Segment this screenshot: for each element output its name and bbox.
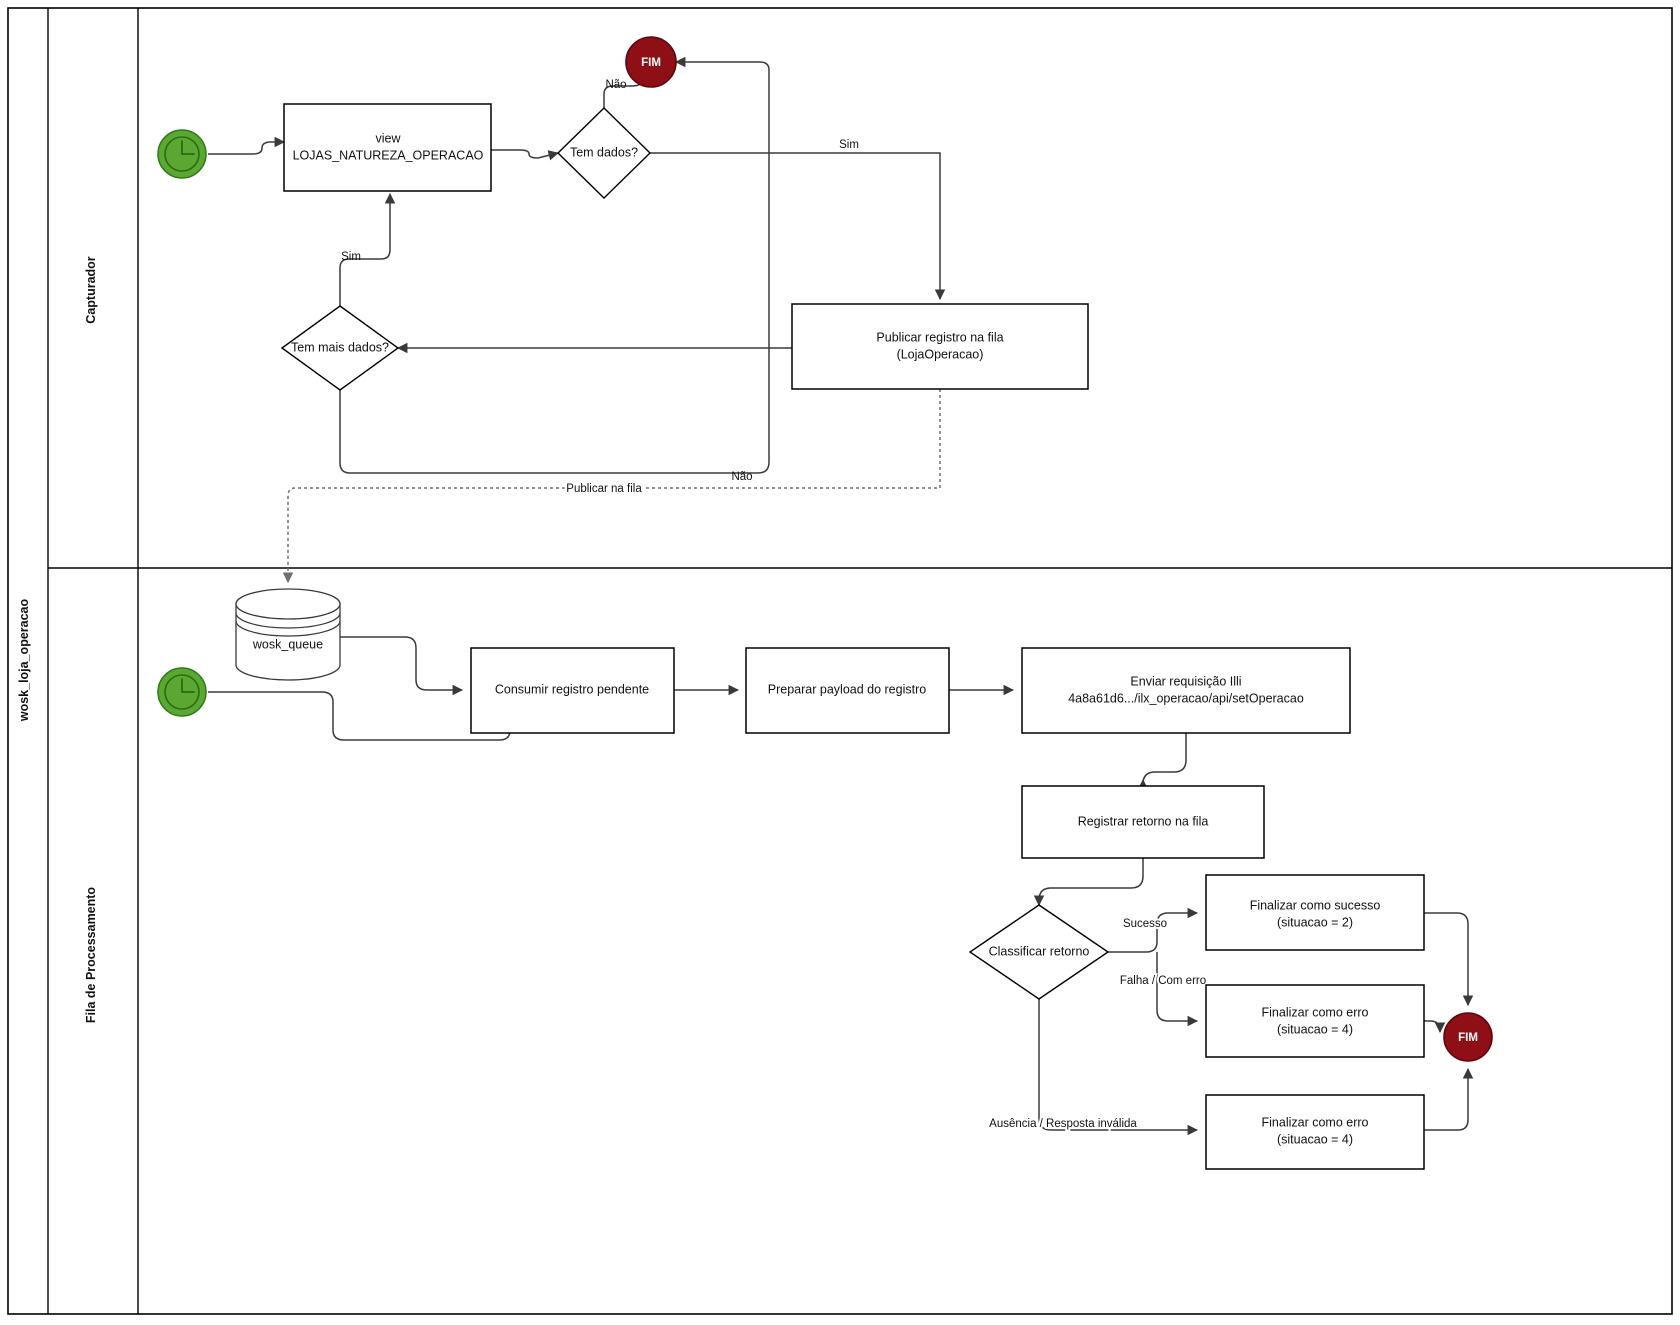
pool-container — [7, 7, 1673, 1315]
task-enviar-requisicao-line1: Enviar requisição Illi — [1130, 674, 1241, 688]
edge-label-publicar-na-fila: Publicar na fila — [566, 483, 642, 495]
edge-queue-to-consumir — [340, 636, 464, 696]
edge-erro-ausencia-to-fim — [1424, 1067, 1474, 1131]
end-event-capturador[interactable]: FIM — [625, 36, 677, 88]
lane-label-capturador: Capturador — [84, 256, 98, 324]
datastore-top — [235, 588, 341, 620]
task-enviar-requisicao[interactable]: Enviar requisição Illi 4a8a61d6.../ilx_o… — [1021, 647, 1351, 734]
datastore-ring-1 — [235, 612, 341, 629]
edge-label-nao-tem-mais: Não — [731, 471, 752, 483]
task-finalizar-erro-ausencia-box[interactable] — [1205, 1094, 1425, 1170]
edge-registrar-to-classificar — [1033, 858, 1144, 907]
end-event-capturador-circle[interactable] — [625, 36, 677, 88]
edge-enviar-to-registrar — [1137, 733, 1187, 790]
gateway-tem-mais-dados-shape[interactable] — [280, 305, 400, 391]
task-publicar-registro[interactable]: Publicar registro na fila (LojaOperacao) — [791, 303, 1089, 390]
edge-tem-dados-sim-to-publicar — [650, 152, 946, 301]
edge-start-fila-to-consumir — [208, 691, 516, 741]
edge-start-to-view — [208, 136, 286, 155]
task-registrar-retorno-label: Registrar retorno na fila — [1078, 814, 1209, 828]
start-event-fila[interactable] — [157, 667, 207, 717]
lane-label-fila: Fila de Processamento — [84, 887, 98, 1024]
task-finalizar-erro-ausencia-line1: Finalizar como erro — [1262, 1115, 1369, 1129]
task-publicar-registro-box[interactable] — [791, 303, 1089, 390]
task-finalizar-erro-falha-line1: Finalizar como erro — [1262, 1005, 1369, 1019]
task-finalizar-sucesso-box[interactable] — [1205, 874, 1425, 951]
fila-edges — [208, 636, 1474, 1136]
edge-label-nao-tem-dados: Não — [605, 79, 626, 91]
gateway-tem-dados-shape[interactable] — [556, 107, 652, 199]
task-finalizar-erro-ausencia[interactable]: Finalizar como erro (situacao = 4) — [1205, 1094, 1425, 1170]
edge-classificar-falha — [1156, 952, 1199, 1027]
edge-publicar-to-queue-dashed — [282, 389, 941, 584]
clock-icon — [164, 136, 200, 172]
task-finalizar-sucesso-line2: (situacao = 2) — [1277, 915, 1353, 929]
edge-label-sim-tem-mais: Sim — [341, 251, 361, 263]
task-finalizar-sucesso[interactable]: Finalizar como sucesso (situacao = 2) — [1205, 874, 1425, 951]
datastore-label: wosk_queue — [252, 637, 323, 651]
task-finalizar-erro-ausencia-line2: (situacao = 4) — [1277, 1132, 1353, 1146]
task-finalizar-erro-falha-line2: (situacao = 4) — [1277, 1022, 1353, 1036]
task-publicar-registro-line1: Publicar registro na fila — [876, 330, 1003, 344]
start-event-capturador[interactable] — [157, 129, 207, 179]
task-publicar-registro-line2: (LojaOperacao) — [897, 347, 984, 361]
capturador-edges — [208, 56, 946, 584]
task-finalizar-erro-falha-box[interactable] — [1205, 984, 1425, 1058]
end-event-fila[interactable]: FIM — [1443, 1012, 1493, 1062]
gateway-tem-mais-dados[interactable]: Tem mais dados? — [280, 305, 400, 391]
task-registrar-retorno[interactable]: Registrar retorno na fila — [1021, 785, 1265, 859]
task-enviar-requisicao-box[interactable] — [1021, 647, 1351, 734]
datastore-ring-2 — [235, 620, 341, 637]
task-preparar-payload-label: Preparar payload do registro — [768, 682, 926, 696]
task-registrar-retorno-box[interactable] — [1021, 785, 1265, 859]
task-consumir-registro-box[interactable] — [470, 647, 675, 734]
task-view-lojas[interactable]: view LOJAS_NATUREZA_OPERACAO — [283, 103, 492, 192]
pool-label: wosk_loja_operacao — [17, 598, 31, 722]
edge-tem-mais-nao-to-fim — [339, 56, 770, 474]
end-event-capturador-label: FIM — [641, 57, 661, 69]
gateway-classificar-retorno-label: Classificar retorno — [989, 944, 1090, 958]
task-finalizar-erro-falha[interactable]: Finalizar como erro (situacao = 4) — [1205, 984, 1425, 1058]
gateway-tem-mais-dados-label: Tem mais dados? — [291, 340, 389, 354]
edge-label-sucesso: Sucesso — [1123, 918, 1167, 930]
end-event-fila-circle[interactable] — [1443, 1012, 1493, 1062]
end-event-fila-label: FIM — [1458, 1032, 1478, 1044]
task-preparar-payload-box[interactable] — [745, 647, 950, 734]
edge-classificar-sucesso — [1108, 907, 1199, 953]
edge-label-falha: Falha / Com erro — [1120, 975, 1206, 987]
edge-erro-falha-to-fim — [1424, 1020, 1446, 1034]
task-view-lojas-line2: LOJAS_NATUREZA_OPERACAO — [293, 148, 484, 162]
task-consumir-registro-label: Consumir registro pendente — [495, 682, 649, 696]
gateway-classificar-retorno[interactable]: Classificar retorno — [968, 904, 1110, 1000]
task-consumir-registro[interactable]: Consumir registro pendente — [470, 647, 675, 734]
pool-border — [7, 7, 1673, 1315]
edge-view-to-tem-dados — [491, 149, 560, 161]
gateway-classificar-retorno-shape[interactable] — [968, 904, 1110, 1000]
clock-icon-fila — [164, 674, 200, 710]
edge-label-sim-tem-dados: Sim — [839, 139, 859, 151]
task-finalizar-sucesso-line1: Finalizar como sucesso — [1250, 898, 1381, 912]
task-enviar-requisicao-line2: 4a8a61d6.../ilx_operacao/api/setOperacao — [1068, 691, 1304, 705]
gateway-tem-dados[interactable]: Tem dados? — [556, 107, 652, 199]
edge-sucesso-to-fim — [1424, 912, 1474, 1007]
datastore-wosk-queue[interactable]: wosk_queue — [235, 588, 341, 681]
edge-label-ausencia: Ausência / Resposta inválida — [989, 1118, 1137, 1130]
edge-tem-mais-sim-to-view — [339, 192, 396, 306]
task-preparar-payload[interactable]: Preparar payload do registro — [745, 647, 950, 734]
edge-classificar-ausencia — [1038, 999, 1199, 1136]
task-view-lojas-box[interactable] — [283, 103, 492, 192]
gateway-tem-dados-label: Tem dados? — [570, 145, 638, 159]
datastore-body[interactable] — [235, 603, 341, 681]
task-view-lojas-line1: view — [375, 131, 401, 145]
